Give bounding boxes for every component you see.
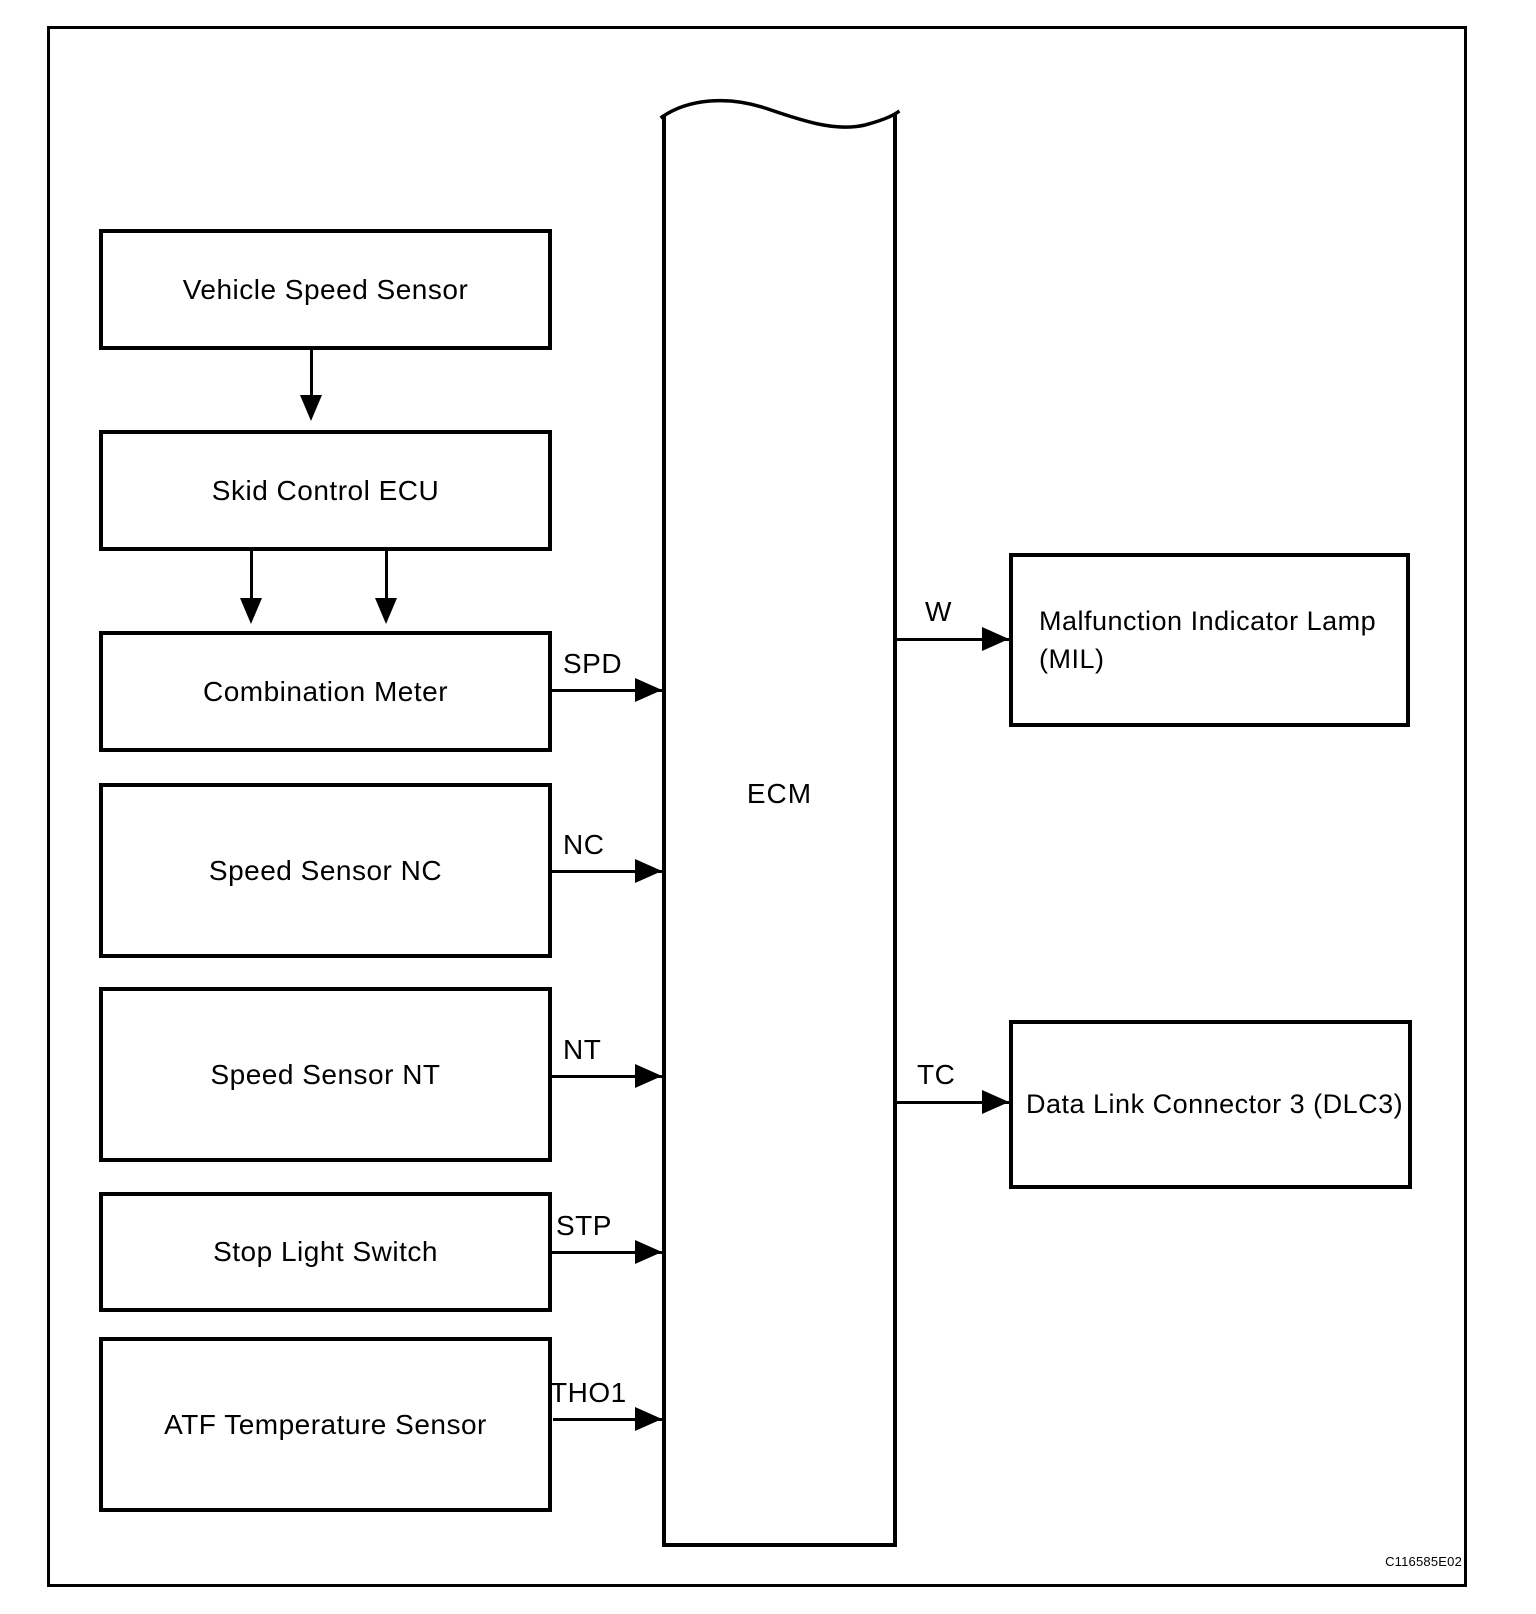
arrow-vss-to-skid-ecu-head: [300, 395, 322, 421]
arrow-w-head: [982, 627, 1009, 651]
node-speed-sensor-nc-label: Speed Sensor NC: [208, 854, 443, 886]
signal-label-spd: SPD: [563, 648, 623, 679]
arrow-skid-ecu-right-head: [375, 598, 397, 624]
node-atf-temperature-sensor-label: ATF Temperature Sensor: [164, 1408, 487, 1440]
node-vehicle-speed-sensor-label: Vehicle Speed Sensor: [182, 273, 469, 305]
signal-label-nc: NC: [563, 829, 605, 860]
node-stop-light-switch: Stop Light Switch: [99, 1192, 552, 1312]
arrow-tho1-head: [635, 1407, 662, 1431]
arrow-skid-ecu-left-shaft: [250, 551, 253, 599]
arrow-spd-head: [635, 678, 662, 702]
node-vehicle-speed-sensor: Vehicle Speed Sensor: [99, 229, 552, 350]
arrow-tho1-shaft: [553, 1418, 662, 1421]
arrow-w-shaft: [897, 638, 1009, 641]
arrow-spd-shaft: [552, 689, 662, 692]
node-skid-control-ecu: Skid Control ECU: [99, 430, 552, 551]
node-combination-meter-label: Combination Meter: [202, 675, 449, 707]
node-stop-light-switch-label: Stop Light Switch: [213, 1236, 438, 1267]
node-ecm-label: ECM: [746, 778, 813, 809]
node-data-link-connector-3: Data Link Connector 3 (DLC3): [1009, 1020, 1412, 1189]
ecm-wavy-top-edge: [659, 98, 901, 129]
arrow-nt-shaft: [552, 1075, 662, 1078]
node-ecm: [662, 115, 897, 1547]
arrow-nt-head: [635, 1064, 662, 1088]
node-atf-temperature-sensor: ATF Temperature Sensor: [99, 1337, 552, 1512]
node-speed-sensor-nc: Speed Sensor NC: [99, 783, 552, 958]
signal-label-nt: NT: [563, 1034, 602, 1065]
arrow-stp-shaft: [552, 1251, 662, 1254]
node-speed-sensor-nt: Speed Sensor NT: [99, 987, 552, 1162]
node-speed-sensor-nt-label: Speed Sensor NT: [210, 1058, 441, 1090]
arrow-nc-shaft: [552, 870, 662, 873]
signal-label-stp: STP: [556, 1210, 612, 1241]
figure-code: C116585E02: [1385, 1554, 1462, 1569]
arrow-vss-to-skid-ecu-shaft: [310, 350, 313, 396]
arrow-skid-ecu-right-shaft: [385, 551, 388, 599]
arrow-tc-head: [982, 1090, 1009, 1114]
arrow-stp-head: [635, 1240, 662, 1264]
node-skid-control-ecu-label: Skid Control ECU: [211, 474, 440, 506]
node-combination-meter: Combination Meter: [99, 631, 552, 752]
signal-label-tc: TC: [917, 1059, 956, 1090]
arrow-skid-ecu-left-head: [240, 598, 262, 624]
signal-label-w: W: [925, 596, 952, 627]
arrow-tc-shaft: [897, 1101, 1009, 1104]
arrow-nc-head: [635, 859, 662, 883]
signal-label-tho1: THO1: [550, 1377, 627, 1408]
node-malfunction-indicator-lamp-label: Malfunction Indicator Lamp (MIL): [1039, 605, 1377, 674]
node-data-link-connector-3-label: Data Link Connector 3 (DLC3): [1026, 1089, 1404, 1119]
node-malfunction-indicator-lamp: Malfunction Indicator Lamp (MIL): [1009, 553, 1410, 727]
